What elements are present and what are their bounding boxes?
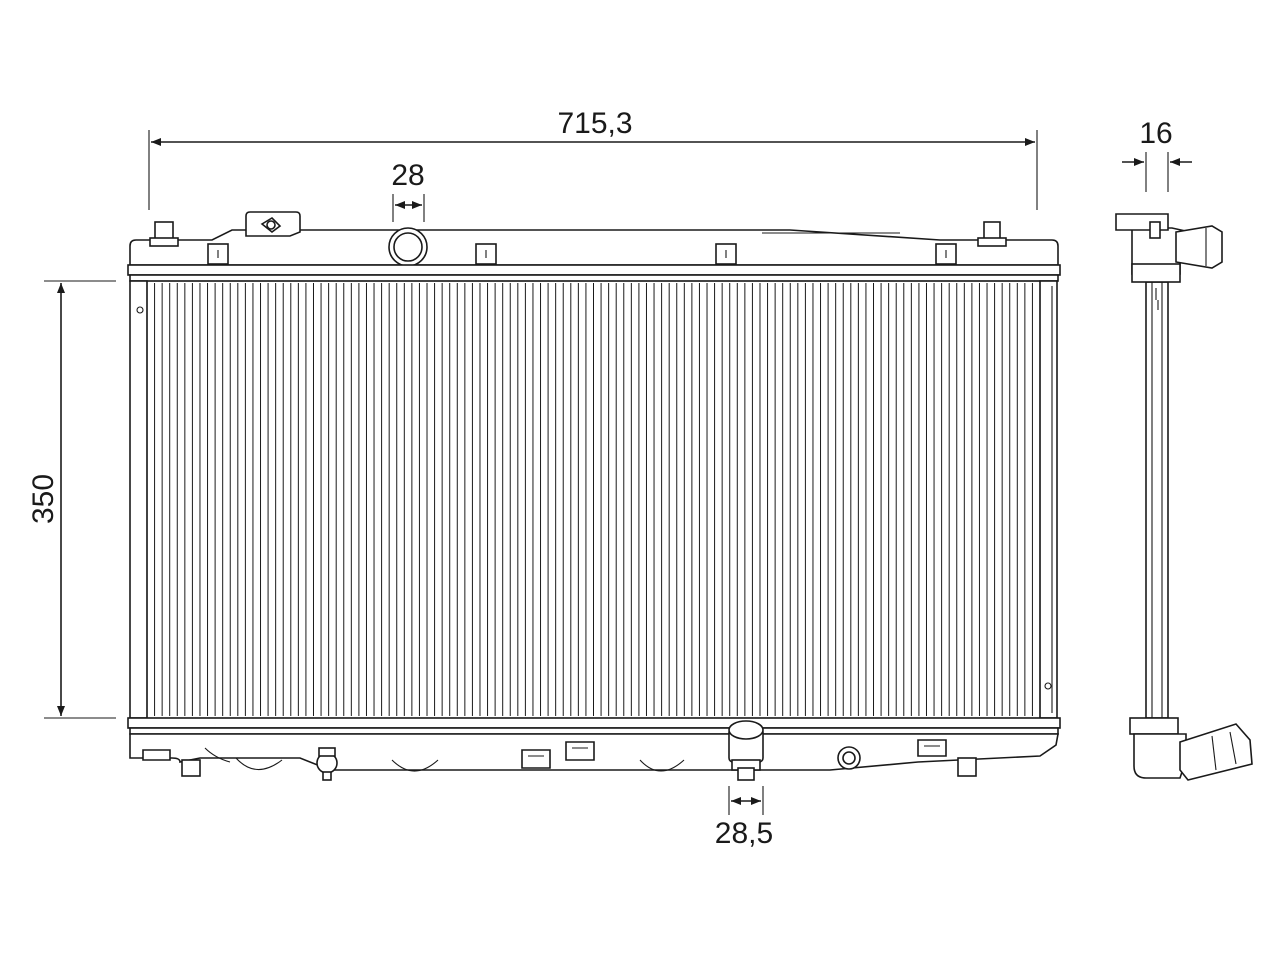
side-plate-left: [129, 280, 148, 719]
core-height-label: 350: [27, 474, 60, 524]
side-core: [1145, 281, 1169, 719]
core-height-dimension: 350: [27, 280, 116, 719]
outlet-diameter-dimension: 28,5: [715, 786, 773, 850]
side-plate-right: [1039, 280, 1058, 719]
top-tank: [129, 229, 1059, 266]
top-brackets: [207, 243, 957, 265]
overall-width-label: 715,3: [557, 107, 632, 140]
drain-plug: [316, 747, 338, 781]
bottom-brackets: [142, 739, 947, 769]
inlet-pipe: [388, 227, 428, 267]
radiator-front-view: [127, 211, 1061, 781]
core-fins: [154, 283, 1033, 716]
overall-width-dimension: 715,3: [148, 107, 1038, 210]
inlet-diameter-label: 28: [391, 159, 424, 192]
lower-header-plate: [127, 717, 1061, 729]
radiator-side-view: [1115, 213, 1253, 781]
inlet-diameter-dimension: 28: [391, 159, 425, 222]
outlet-pipe: [728, 720, 764, 781]
sensor-boss: [837, 746, 861, 770]
bottom-foot-left: [181, 759, 201, 777]
outlet-diameter-label: 28,5: [715, 817, 773, 850]
upper-header-plate: [127, 264, 1061, 276]
core-depth-label: 16: [1139, 117, 1172, 150]
core-depth-dimension: 16: [1122, 117, 1192, 192]
bottom-foot-right: [957, 757, 977, 777]
filler-cap: [245, 211, 301, 237]
